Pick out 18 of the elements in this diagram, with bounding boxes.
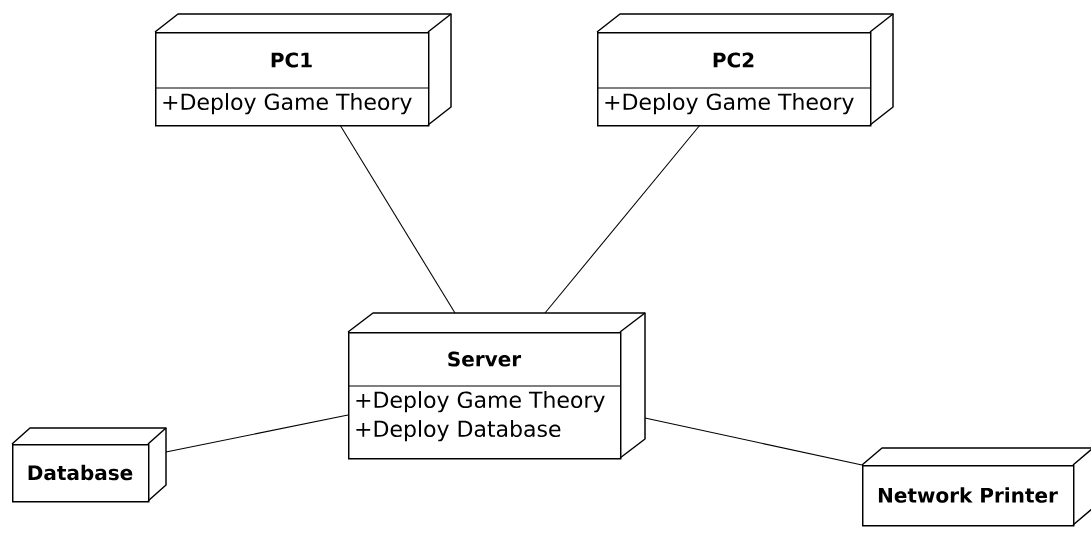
operation-text: +Deploy Database (356, 420, 561, 442)
connector-line (644, 417, 863, 466)
connector-line (339, 124, 456, 314)
device-node (861, 447, 1091, 527)
connector-line (165, 414, 349, 453)
node-title: Network Printer (878, 487, 1058, 503)
device-node (347, 312, 646, 460)
node-title: PC1 (271, 52, 312, 68)
device-node (11, 427, 167, 503)
node-title: PC2 (713, 52, 754, 68)
connector-line (544, 124, 701, 314)
node-title: Server (448, 351, 522, 367)
node-title: Database (28, 464, 133, 481)
operation-text: +Deploy Game Theory (163, 93, 412, 115)
device-node (154, 13, 452, 127)
device-node (596, 13, 894, 127)
operation-text: +Deploy Game Theory (356, 391, 605, 413)
operation-text: +Deploy Game Theory (605, 93, 854, 115)
